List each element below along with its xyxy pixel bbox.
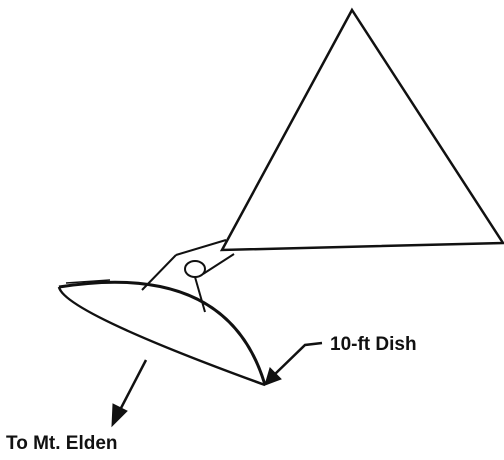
- joint-ring: [184, 260, 206, 278]
- parabolic-dish: [57, 279, 267, 387]
- arm-upper-edge: [175, 239, 227, 256]
- dish-rim-curve: [57, 286, 266, 387]
- dish-callout-arrow: [264, 341, 323, 386]
- dish-leader-line: [272, 341, 323, 377]
- mount-joint: [184, 260, 206, 278]
- direction-label: To Mt. Elden: [6, 433, 118, 454]
- direction-shaft: [118, 359, 148, 411]
- arm-lower-edge: [202, 253, 235, 275]
- dish-label: 10-ft Dish: [330, 334, 417, 355]
- dish-outer-curve: [58, 280, 267, 386]
- support-arm: [175, 239, 235, 275]
- triangular-reflector: [219, 7, 504, 252]
- dish-arrowhead: [264, 367, 282, 386]
- direction-arrowhead: [111, 403, 128, 428]
- dish-shading-stroke: [65, 279, 111, 284]
- strut-right: [194, 276, 206, 313]
- direction-arrow: [111, 359, 148, 428]
- reflector-outline: [219, 7, 504, 252]
